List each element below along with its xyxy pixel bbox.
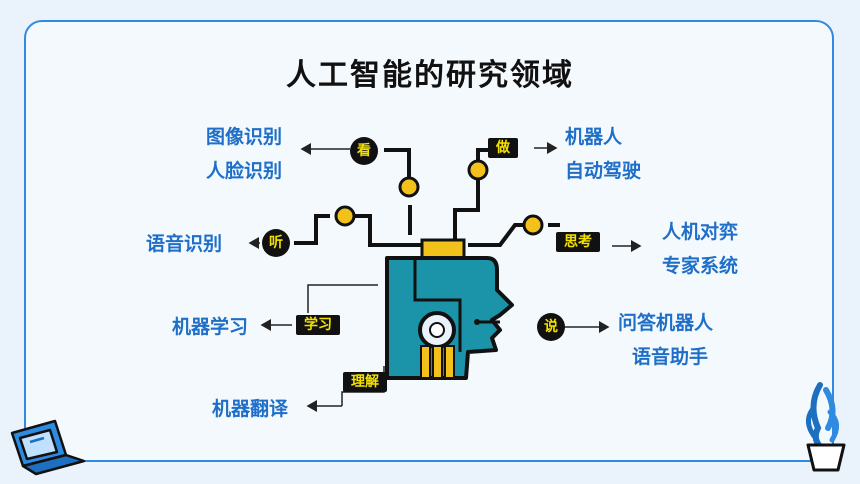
tag-speak: 说 — [537, 313, 565, 341]
circuit-nodes — [334, 159, 544, 236]
label-see-group: 图像识别 人脸识别 — [206, 120, 282, 188]
label-robot: 机器人 — [565, 126, 623, 148]
tag-think: 思考 — [556, 232, 600, 252]
plant-icon — [806, 382, 846, 472]
tag-see: 看 — [350, 137, 378, 165]
chip-icon — [420, 238, 466, 260]
label-voice-assistant: 语音助手 — [632, 346, 709, 368]
label-learn-group: 机器学习 — [172, 310, 248, 344]
circuit-lines — [294, 148, 560, 247]
tag-do: 做 — [488, 138, 518, 158]
label-face-recognition: 人脸识别 — [206, 160, 283, 182]
tag-listen: 听 — [262, 229, 290, 257]
label-image-recognition: 图像识别 — [206, 126, 283, 148]
label-machine-learning: 机器学习 — [172, 316, 249, 338]
label-expert-system: 专家系统 — [662, 255, 739, 277]
label-do-group: 机器人 自动驾驶 — [565, 120, 641, 188]
label-speech-recognition: 语音识别 — [146, 233, 223, 255]
label-autonomous-driving: 自动驾驶 — [565, 160, 642, 182]
label-understand-group: 机器翻译 — [212, 392, 288, 426]
tag-learn: 学习 — [296, 315, 340, 335]
label-qa-robot: 问答机器人 — [618, 312, 714, 334]
tag-understand: 理解 — [343, 372, 387, 392]
label-listen-group: 语音识别 — [146, 227, 222, 261]
robot-head-icon — [385, 256, 514, 380]
label-speak-group: 问答机器人 语音助手 — [618, 306, 713, 374]
label-machine-translation: 机器翻译 — [212, 398, 289, 420]
label-think-group: 人机对弈 专家系统 — [662, 215, 738, 283]
page-title: 人工智能的研究领域 — [286, 58, 574, 93]
laptop-icon — [10, 419, 86, 476]
label-human-machine-game: 人机对弈 — [662, 221, 739, 243]
